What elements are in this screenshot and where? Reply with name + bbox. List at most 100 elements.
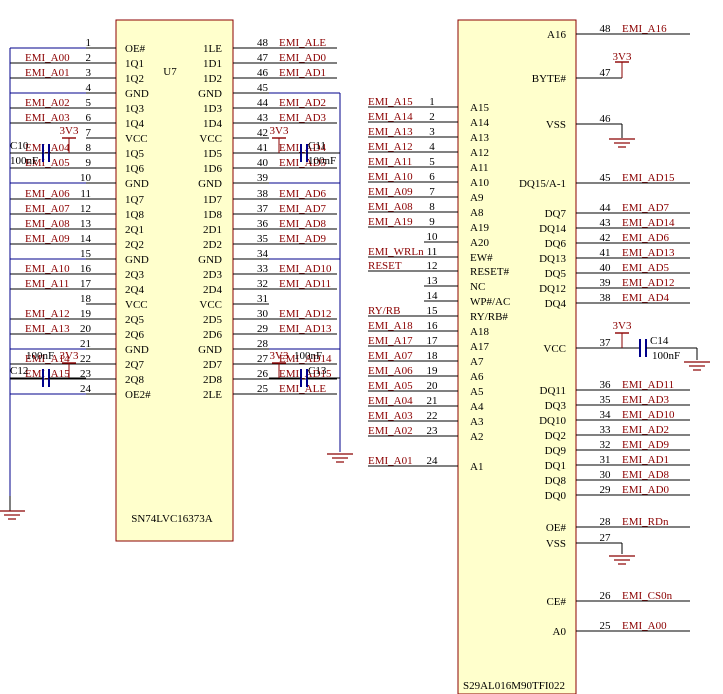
flash-right-pin-number: 39 [600, 277, 612, 289]
cap-C12-value: 100nF [26, 350, 54, 362]
flash-right-pin-number: 42 [600, 232, 611, 244]
u7-left-pin-number: 4 [86, 82, 92, 94]
flash-left-net-label: EMI_A02 [368, 425, 413, 437]
flash-right-pin-name: CE# [546, 596, 566, 608]
flash-right-net-label: EMI_AD13 [622, 247, 675, 259]
u7-left-pin-name: 2Q7 [125, 359, 144, 371]
flash-right-pin-number: 28 [600, 516, 612, 528]
u7-right-pin-number: 45 [257, 82, 269, 94]
u7-left-pin-number: 15 [80, 248, 92, 260]
u7-refdes: U7 [163, 66, 177, 78]
u7-right-net-label: EMI_AD9 [279, 233, 327, 245]
u7-left-pin-name: GND [125, 344, 149, 356]
flash-right-net-label: EMI_AD12 [622, 277, 675, 289]
u7-right-pin-number: 36 [257, 218, 269, 230]
flash-left-pin-name: A20 [470, 237, 489, 249]
flash-left-pin-number: 12 [427, 260, 438, 272]
flash-left-pin-number: 18 [427, 350, 439, 362]
u7-part-number: SN74LVC16373A [131, 513, 213, 525]
u7-right-pin-number: 31 [257, 293, 268, 305]
flash-right-net-label: EMI_AD5 [622, 262, 670, 274]
flash-right-net-label: EMI_AD14 [622, 217, 675, 229]
flash-right-pin-number: 40 [600, 262, 612, 274]
flash-right-net-label: EMI_AD10 [622, 409, 675, 421]
u7-right-pin-number: 47 [257, 52, 269, 64]
flash-left-net-label: RESET [368, 260, 402, 272]
flash-right-pin-name: VSS [546, 119, 566, 131]
flash-left-net-label: EMI_A04 [368, 395, 413, 407]
u7-right-pin-number: 44 [257, 97, 269, 109]
u7-left-pin-name: 1Q3 [125, 103, 144, 115]
flash-left-net-label: EMI_A03 [368, 410, 413, 422]
u7-left-net-label: EMI_A10 [25, 263, 70, 275]
flash-left-net-label: EMI_A01 [368, 455, 413, 467]
u7-right-pin-number: 41 [257, 142, 268, 154]
u7-left-pin-number: 16 [80, 263, 92, 275]
flash-left-pin-name: RESET# [470, 266, 510, 278]
cap-C13-supply-label: 3V3 [270, 350, 289, 362]
flash-right-pin-number: 30 [600, 469, 612, 481]
u7-right-pin-name: 2D4 [203, 284, 222, 296]
flash-left-net-label: EMI_A13 [368, 126, 413, 138]
flash-right-pin-name: BYTE# [532, 73, 567, 85]
flash-right-pin-number: 31 [600, 454, 611, 466]
cap-C10-value: 100nF [10, 155, 38, 167]
flash-left-pin-name: NC [470, 281, 485, 293]
flash-right-pin-name: DQ3 [545, 400, 567, 412]
flash-left-pin-name: A18 [470, 326, 489, 338]
u7-right-net-label: EMI_AD8 [279, 218, 327, 230]
u7-left-pin-name: 1Q5 [125, 148, 144, 160]
u7-right-pin-number: 29 [257, 323, 269, 335]
capacitor-C14 [639, 339, 647, 357]
u7-right-pin-name: 1LE [203, 43, 222, 55]
flash-left-pin-name: A7 [470, 356, 484, 368]
u7-left-net-label: EMI_A09 [25, 233, 70, 245]
cap-C14-refdes: C14 [650, 335, 669, 347]
cap-C12-refdes: C12 [10, 365, 28, 377]
u7-right-pin-number: 30 [257, 308, 269, 320]
u7-left-net-label: EMI_A02 [25, 97, 70, 109]
u7-left-pin-name: GND [125, 254, 149, 266]
u7-left-net-label: EMI_A05 [25, 157, 70, 169]
u7-left-pin-name: GND [125, 88, 149, 100]
u7-right-pin-number: 42 [257, 127, 268, 139]
u7-left-net-label: EMI_A07 [25, 203, 70, 215]
flash-left-pin-name: A9 [470, 192, 484, 204]
flash-right-pin-number: 27 [600, 532, 612, 544]
u7-left-pin-name: VCC [125, 133, 148, 145]
u7-right-pin-name: 2LE [203, 389, 222, 401]
u7-right-pin-name: VCC [199, 299, 222, 311]
flash-right-pin-name: DQ7 [545, 208, 567, 220]
u7-left-pin-number: 2 [86, 52, 92, 64]
flash-left-pin-number: 5 [429, 156, 435, 168]
u7-right-pin-name: 1D2 [203, 73, 222, 85]
flash-left-net-label: EMI_A14 [368, 111, 413, 123]
flash-left-pin-number: 2 [429, 111, 435, 123]
flash-right-pin-name: DQ12 [539, 283, 566, 295]
cap-C13-refdes: C13 [308, 365, 327, 377]
flash-left-net-label: EMI_A15 [368, 96, 413, 108]
u7-right-pin-name: 2D5 [203, 314, 222, 326]
u7-left-pin-number: 19 [80, 308, 92, 320]
u7-right-net-label: EMI_AD1 [279, 67, 326, 79]
u7-left-pin-number: 9 [86, 157, 92, 169]
u7-right-pin-number: 28 [257, 338, 269, 350]
u7-left-net-label: EMI_A04 [25, 142, 70, 154]
u7-left-pin-name: 2Q6 [125, 329, 144, 341]
flash-left-pin-number: 11 [427, 246, 438, 258]
cap-C11-refdes: C11 [308, 140, 326, 152]
flash-right-net-label: EMI_AD11 [622, 379, 674, 391]
u7-right-pin-number: 27 [257, 353, 269, 365]
flash-right-pin-name: VSS [546, 538, 566, 550]
flash-left-pin-name: A8 [470, 207, 484, 219]
u7-left-pin-number: 18 [80, 293, 92, 305]
cap-C10-supply-label: 3V3 [60, 125, 79, 137]
u7-right-pin-number: 38 [257, 188, 269, 200]
u7-right-pin-number: 37 [257, 203, 269, 215]
flash-left-pin-name: A12 [470, 147, 489, 159]
u7-left-pin-number: 6 [86, 112, 92, 124]
u7-right-net-label: EMI_AD15 [279, 368, 332, 380]
u7-left-pin-name: 2Q5 [125, 314, 144, 326]
